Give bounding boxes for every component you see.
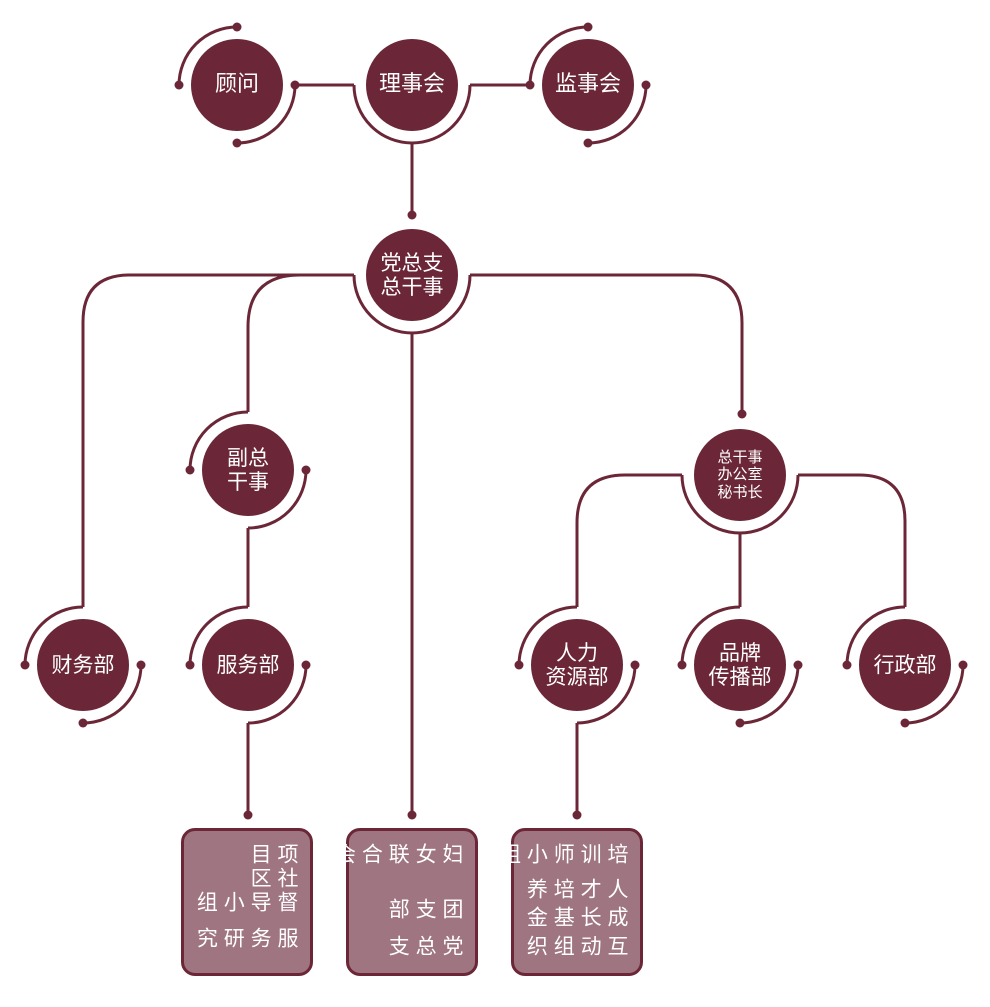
unit-label: 项目 bbox=[248, 843, 299, 865]
node-deputy-gm[interactable]: 副总 干事 bbox=[202, 424, 294, 516]
connector-dot bbox=[78, 718, 88, 728]
orbit-arc bbox=[82, 664, 143, 725]
connector-dot bbox=[20, 660, 30, 670]
unit-label: 团支部 bbox=[386, 897, 464, 920]
box-service-units: 项目 社区 督导小组 服务研究 bbox=[181, 828, 313, 976]
connector-dot bbox=[185, 465, 195, 475]
connector-dot bbox=[185, 660, 195, 670]
unit-label: 督导小组 bbox=[194, 891, 299, 913]
unit-label: 人才培养 bbox=[524, 877, 629, 900]
node-party-gm[interactable]: 党总支 总干事 bbox=[366, 229, 458, 321]
unit-label: 妇女联合会 bbox=[332, 843, 465, 865]
unit-label: 成长基金 bbox=[524, 906, 629, 929]
connector-dot bbox=[407, 810, 417, 820]
orbit-arc bbox=[517, 605, 578, 666]
connector-line bbox=[470, 273, 744, 414]
connector-dot bbox=[900, 718, 910, 728]
connector-dot bbox=[735, 718, 745, 728]
unit-label: 服务研究 bbox=[194, 927, 299, 949]
orbit-arc bbox=[680, 474, 800, 535]
node-finance[interactable]: 财务部 bbox=[37, 619, 129, 711]
orbit-arc bbox=[236, 84, 297, 145]
connector-dot bbox=[174, 80, 184, 90]
box-hr-units: 培训师小组 人才培养 成长基金 互动组织 bbox=[497, 828, 643, 976]
connector-dot bbox=[514, 660, 524, 670]
connector-dot bbox=[407, 210, 417, 220]
orbit-arc bbox=[247, 469, 308, 530]
orbit-arc bbox=[177, 25, 238, 86]
connector-dot bbox=[677, 660, 687, 670]
connector-line bbox=[81, 273, 354, 607]
connector-dot bbox=[793, 660, 803, 670]
connector-dot bbox=[232, 138, 242, 148]
orbit-arc bbox=[528, 25, 589, 86]
node-gm-office[interactable]: 总干事 办公室 秘书长 bbox=[694, 429, 786, 521]
connector-dot bbox=[301, 660, 311, 670]
orbit-arc bbox=[247, 664, 308, 725]
orbit-arc bbox=[680, 605, 741, 666]
orbit-arc bbox=[845, 605, 906, 666]
orbit-arc bbox=[904, 664, 965, 725]
unit-label: 社区 bbox=[248, 867, 299, 889]
node-advisor[interactable]: 顾问 bbox=[191, 39, 283, 131]
orbit-arc bbox=[23, 605, 84, 666]
connector-dot bbox=[232, 22, 242, 32]
connector-dot bbox=[136, 660, 146, 670]
node-brand[interactable]: 品牌 传播部 bbox=[694, 619, 786, 711]
connector-dot bbox=[301, 465, 311, 475]
unit-label: 党总支 bbox=[386, 935, 464, 958]
orbit-arc bbox=[188, 410, 249, 471]
orbit-arc bbox=[352, 274, 472, 335]
connector-dot bbox=[958, 660, 968, 670]
orbit-arc bbox=[739, 664, 800, 725]
unit-label: 互动组织 bbox=[524, 934, 629, 957]
connector-dot bbox=[243, 810, 253, 820]
connector-line bbox=[575, 473, 682, 607]
node-service[interactable]: 服务部 bbox=[202, 619, 294, 711]
connector-line bbox=[798, 473, 907, 607]
connector-dot bbox=[583, 138, 593, 148]
connector-dot bbox=[630, 660, 640, 670]
orbit-arc bbox=[576, 664, 637, 725]
connector-dot bbox=[583, 22, 593, 32]
connector-line bbox=[246, 273, 301, 412]
node-admin[interactable]: 行政部 bbox=[859, 619, 951, 711]
unit-label: 培训师小组 bbox=[497, 843, 630, 865]
orbit-arc bbox=[587, 84, 648, 145]
connector-dot bbox=[842, 660, 852, 670]
orbit-arc bbox=[352, 84, 472, 145]
node-supervisors[interactable]: 监事会 bbox=[542, 39, 634, 131]
connector-dot bbox=[641, 80, 651, 90]
connector-dot bbox=[572, 810, 582, 820]
orbit-arc bbox=[188, 605, 249, 666]
connector-dot bbox=[737, 409, 747, 419]
node-hr[interactable]: 人力 资源部 bbox=[531, 619, 623, 711]
box-party-units: 妇女联合会 团支部 党总支 bbox=[332, 828, 478, 976]
node-board[interactable]: 理事会 bbox=[366, 39, 458, 131]
